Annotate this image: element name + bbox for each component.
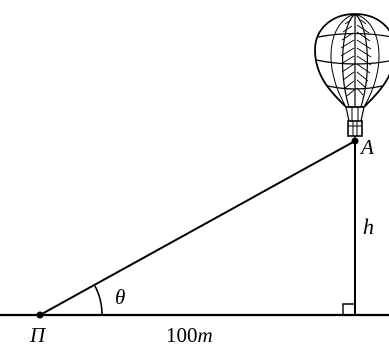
label-height: h [363,214,374,239]
label-distance: 100m [166,323,213,347]
line-of-sight [39,140,356,316]
label-observer: Π [29,323,47,347]
balloon-envelope [314,13,389,108]
balloon-basket [347,120,363,137]
label-angle: θ [115,285,125,309]
right-angle-marker [342,303,355,315]
hot-air-balloon-icon [314,13,389,141]
observer-point [36,311,44,319]
label-point-a: A [359,135,374,159]
angle-arc [94,285,103,316]
